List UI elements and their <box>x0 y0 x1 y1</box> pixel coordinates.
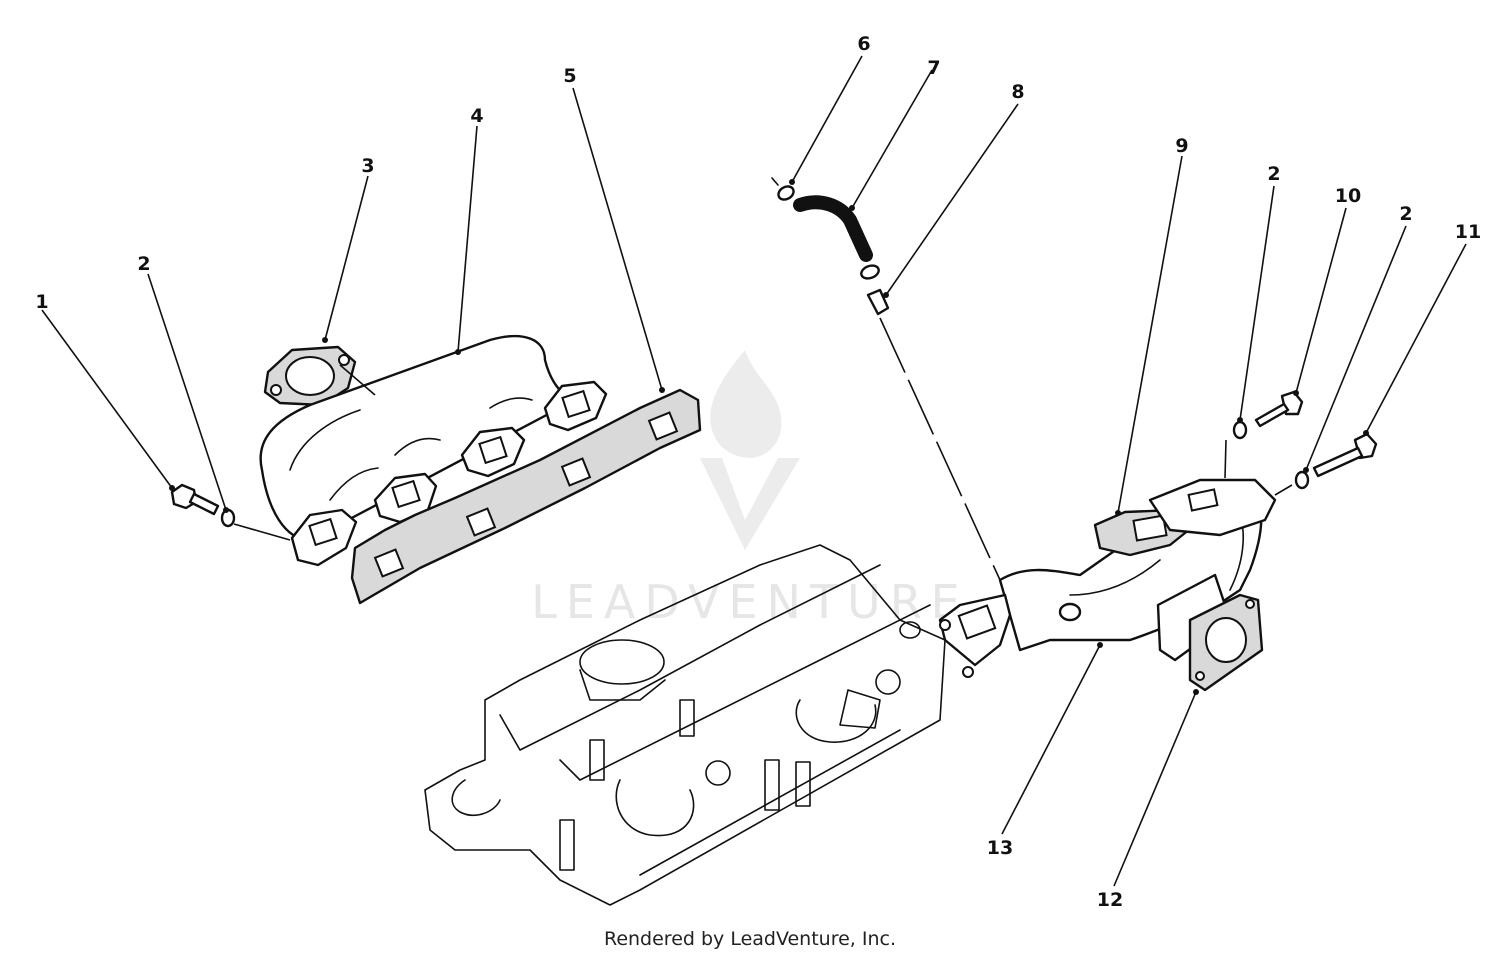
part-4-exhaust-manifold <box>259 334 608 567</box>
callout-11: 11 <box>1455 221 1481 243</box>
part-2-washer-right-top <box>1232 420 1248 440</box>
cylinder-head <box>424 544 946 906</box>
part-5-manifold-gasket <box>350 388 702 605</box>
part-8-fitting <box>866 288 890 316</box>
callout-2: 2 <box>1399 203 1412 225</box>
footer-credit: Rendered by LeadVenture, Inc. <box>603 928 897 950</box>
callout-12: 12 <box>1097 889 1123 911</box>
watermark: LEADVENTURE <box>531 350 969 629</box>
part-1-bolt <box>170 483 220 516</box>
callout-2: 2 <box>1267 163 1280 185</box>
part-2-washer-right-bottom <box>1294 470 1310 490</box>
part-9-elbow-flange <box>1093 478 1277 557</box>
part-2-washer-left <box>220 508 236 528</box>
part-10-bolt <box>1254 390 1304 428</box>
callout-6: 6 <box>857 33 870 55</box>
callout-labels: 1 2 3 4 5 6 7 8 9 2 10 2 11 13 12 <box>35 33 1481 911</box>
part-12-square-flange <box>1156 573 1264 692</box>
callout-8: 8 <box>1011 81 1024 103</box>
callout-4: 4 <box>470 105 483 127</box>
part-3-flange-gasket <box>263 345 357 407</box>
part-7-hose <box>793 195 880 280</box>
part-11-long-bolt <box>1312 432 1378 478</box>
callout-1: 1 <box>35 291 48 313</box>
callout-2: 2 <box>137 253 150 275</box>
leader-dots <box>169 179 1369 695</box>
callout-13: 13 <box>987 837 1013 859</box>
callout-5: 5 <box>563 65 576 87</box>
watermark-text: LEADVENTURE <box>531 575 969 629</box>
callout-3: 3 <box>361 155 374 177</box>
callout-9: 9 <box>1175 135 1188 157</box>
callout-10: 10 <box>1335 185 1361 207</box>
leader-lines <box>41 55 1467 887</box>
part-6-hose-clamp <box>771 177 795 201</box>
callout-7: 7 <box>927 57 940 79</box>
